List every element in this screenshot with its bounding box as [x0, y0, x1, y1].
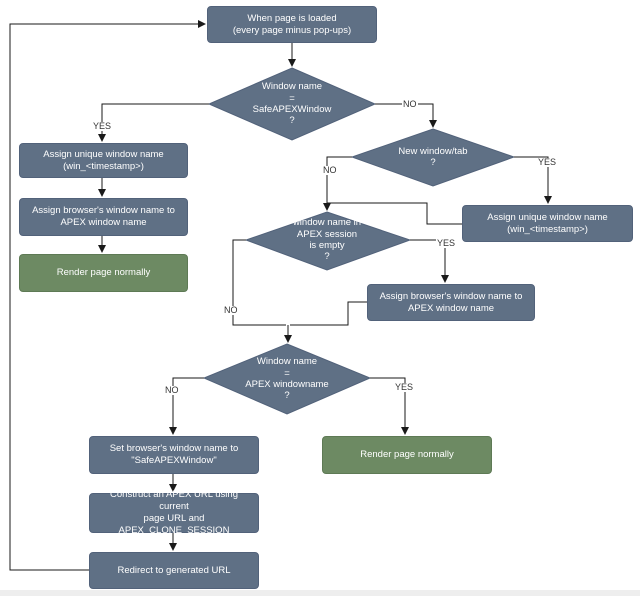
- start-node: When page is loaded (every page minus po…: [207, 6, 377, 43]
- decision-session-empty-label: window name in APEX session is empty ?: [277, 215, 377, 265]
- construct-apex-url-label: Construct an APEX URL using current page…: [110, 489, 238, 536]
- assign-unique-name-left-label: Assign unique window name (win_<timestam…: [43, 148, 164, 172]
- decision-new-window-label: New window/tab ?: [383, 143, 483, 171]
- edge-label-yes-3: YES: [436, 238, 457, 248]
- connector-lines: [9, 20, 552, 571]
- render-page-right-node: Render page normally: [322, 436, 492, 474]
- decision-apex-windowname-label: Window name = APEX windowname ?: [232, 353, 342, 405]
- decision-window-name-shape: [207, 67, 377, 141]
- edge-label-no-1: NO: [402, 99, 418, 109]
- assign-browser-name-right-label: Assign browser's window name to APEX win…: [379, 290, 523, 314]
- decision-window-name-label: Window name = SafeAPEXWindow ?: [232, 78, 352, 130]
- render-page-right-label: Render page normally: [360, 449, 454, 461]
- assign-browser-name-left-label: Assign browser's window name to APEX win…: [32, 205, 175, 228]
- set-browser-name-node: Set browser's window name to "SafeAPEXWi…: [89, 436, 259, 474]
- decision-new-window-text: New window/tab ?: [398, 145, 468, 168]
- decision-window-name-text: Window name = SafeAPEXWindow ?: [252, 81, 332, 127]
- decision-session-empty-text: window name in APEX session is empty ?: [292, 217, 362, 263]
- assign-unique-name-right-node: Assign unique window name (win_<timestam…: [462, 205, 633, 242]
- construct-apex-url-node: Construct an APEX URL using current page…: [89, 489, 259, 536]
- decision-new-window-shape: [350, 128, 516, 187]
- set-browser-name-label: Set browser's window name to "SafeAPEXWi…: [109, 443, 239, 466]
- assign-browser-name-left-node: Assign browser's window name to APEX win…: [19, 198, 188, 236]
- render-page-left-node: Render page normally: [19, 254, 188, 292]
- assign-unique-name-left-node: Assign unique window name (win_<timestam…: [19, 143, 188, 178]
- redirect-label: Redirect to generated URL: [117, 564, 231, 576]
- assign-unique-name-right-label: Assign unique window name (win_<timestam…: [487, 211, 608, 235]
- edge-label-yes-1: YES: [92, 121, 113, 131]
- start-node-label: When page is loaded (every page minus po…: [232, 12, 352, 36]
- render-page-left-label: Render page normally: [56, 267, 151, 279]
- edge-label-no-2: NO: [322, 165, 338, 175]
- decision-apex-windowname-text: Window name = APEX windowname ?: [245, 356, 329, 402]
- decision-apex-windowname-shape: [202, 343, 372, 415]
- edge-label-no-3: NO: [223, 305, 239, 315]
- edge-label-no-4: NO: [164, 385, 180, 395]
- edge-label-yes-2: YES: [537, 157, 558, 167]
- decision-session-empty-shape: [244, 211, 412, 271]
- bottom-strip: [0, 590, 640, 596]
- redirect-node: Redirect to generated URL: [89, 552, 259, 589]
- edge-label-yes-4: YES: [394, 382, 415, 392]
- assign-browser-name-right-node: Assign browser's window name to APEX win…: [367, 284, 535, 321]
